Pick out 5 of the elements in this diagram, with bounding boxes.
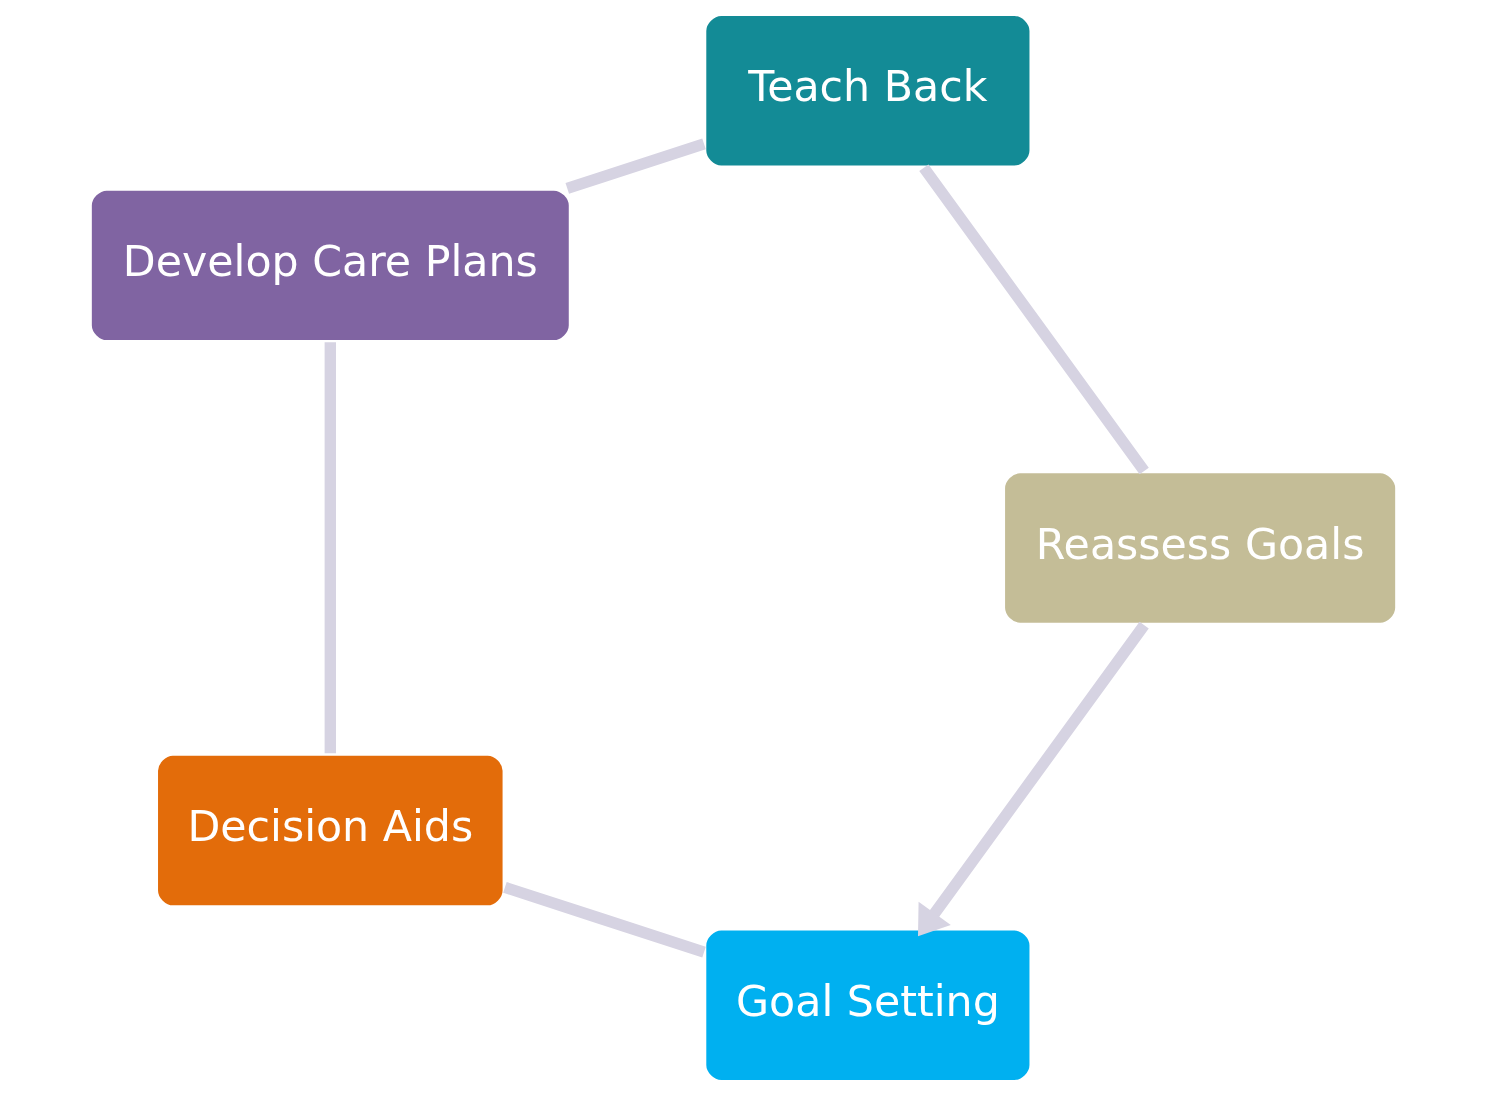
- arrow: [917, 621, 1149, 937]
- connector: [918, 164, 1149, 475]
- connector: [565, 138, 706, 194]
- connector: [502, 881, 706, 958]
- connector: [324, 342, 336, 754]
